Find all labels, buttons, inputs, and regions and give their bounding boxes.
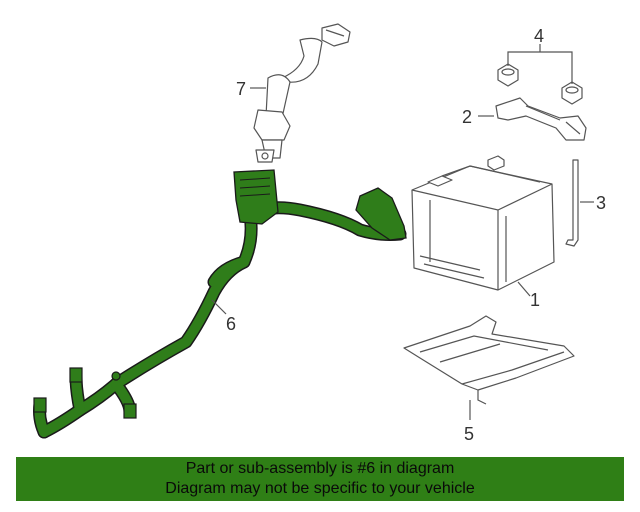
part-5-battery-tray (403, 315, 575, 405)
callout-1: 1 (530, 290, 540, 310)
part-2-hold-down-bracket (495, 97, 587, 141)
part-1-battery (411, 155, 555, 291)
banner-line-2: Diagram may not be specific to your vehi… (165, 480, 475, 497)
info-banner: Part or sub-assembly is #6 in diagram Di… (16, 457, 624, 501)
part-7-positive-cable (253, 23, 351, 163)
callout-4: 4 (534, 26, 544, 46)
callout-2: 2 (462, 107, 472, 127)
part-3-rod (565, 159, 579, 247)
leader-1 (517, 281, 531, 297)
parts-diagram: 7 4 2 3 1 5 (33, 23, 606, 444)
callout-7: 7 (236, 79, 246, 99)
leader-6 (211, 299, 227, 315)
part-6-wiring-harness (33, 169, 407, 439)
callout-3: 3 (596, 193, 606, 213)
banner-line-1: Part or sub-assembly is #6 in diagram (185, 460, 455, 477)
callout-5: 5 (464, 424, 474, 444)
leader-4 (507, 44, 573, 84)
callout-6: 6 (226, 314, 236, 334)
part-4-nuts (497, 63, 583, 105)
